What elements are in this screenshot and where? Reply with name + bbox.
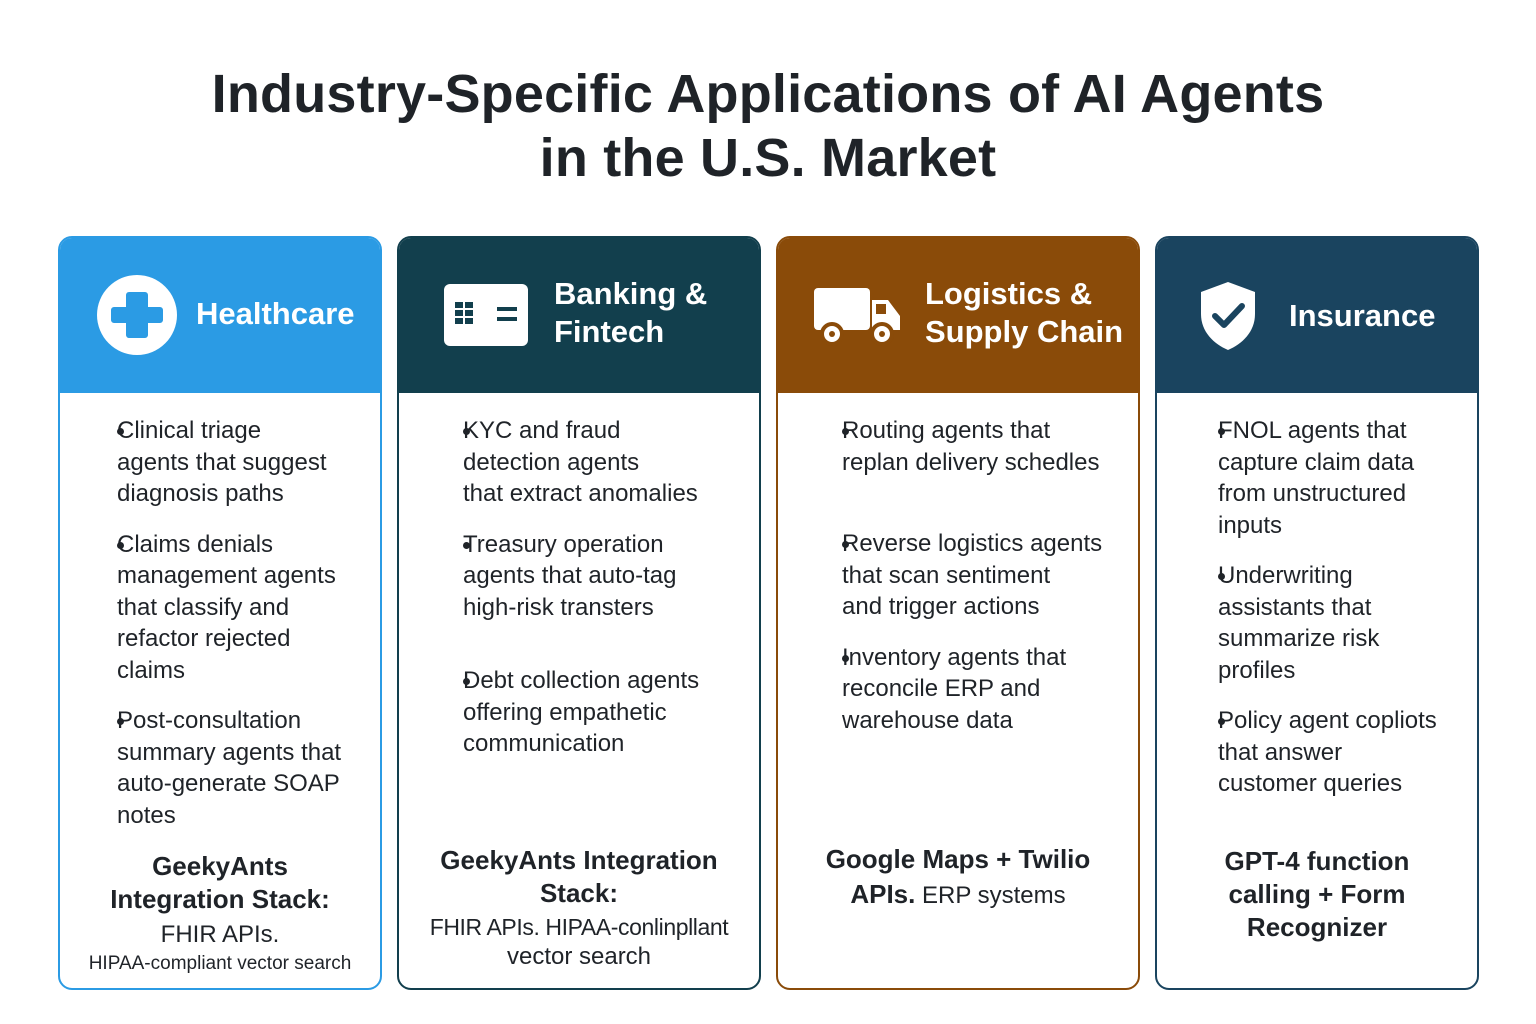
card-title-insurance: Insurance bbox=[1289, 298, 1436, 333]
list-item: Underwriting assistants that summarize r… bbox=[1157, 560, 1477, 686]
card-title-banking: Banking & Fintech bbox=[554, 276, 708, 349]
card-header-banking: Banking & Fintech bbox=[399, 238, 759, 393]
integration-stack-banking: GeekyAnts Integration Stack: FHIR APIs. … bbox=[429, 845, 729, 970]
page-title-line-1: Industry-Specific Applications of AI Age… bbox=[211, 64, 1325, 124]
page-title: Industry-Specific Applications of AI Age… bbox=[0, 62, 1536, 190]
card-header-healthcare: Healthcare bbox=[60, 238, 380, 393]
list-item: Policy agent copliots that answer custom… bbox=[1157, 705, 1477, 800]
integration-stack-insurance: GPT-4 function calling + Form Recognizer bbox=[1224, 846, 1410, 942]
integration-stack-logistics-apis: APIs. bbox=[850, 879, 916, 909]
card-header-insurance: Insurance bbox=[1157, 238, 1477, 393]
card-healthcare: Healthcare Clinical triage agents that s… bbox=[58, 236, 382, 990]
list-item: Treasury operation agents that auto-tag … bbox=[399, 529, 759, 624]
card-insurance: Insurance FNOL agents that capture claim… bbox=[1155, 236, 1479, 990]
list-item: KYC and fraud detection agents that extr… bbox=[399, 415, 759, 510]
list-item: Routing agents that replan delivery sche… bbox=[778, 415, 1138, 478]
bullet-list-insurance: FNOL agents that capture claim data from… bbox=[1157, 415, 1477, 800]
shield-check-icon bbox=[1201, 282, 1255, 350]
card-icon bbox=[444, 284, 528, 346]
card-title-logistics: Logistics & Supply Chain bbox=[925, 276, 1124, 349]
page-title-line-2: in the U.S. Market bbox=[539, 128, 997, 188]
truck-icon bbox=[814, 288, 900, 346]
card-banking: Banking & Fintech KYC and fraud detectio… bbox=[397, 236, 761, 990]
list-item: Inventory agents that reconcile ERP and … bbox=[778, 642, 1138, 737]
bullet-list-healthcare: Clinical triage agents that suggest diag… bbox=[60, 415, 380, 831]
list-item: Reverse logistics agents that scan senti… bbox=[778, 528, 1138, 623]
card-title-healthcare: Healthcare bbox=[196, 296, 355, 331]
list-item: FNOL agents that capture claim data from… bbox=[1157, 415, 1477, 541]
bullet-list-logistics: Routing agents that replan delivery sche… bbox=[778, 415, 1138, 736]
list-item: Debt collection agents offering empathet… bbox=[399, 665, 759, 760]
list-item: Clinical triage agents that suggest diag… bbox=[60, 415, 380, 510]
integration-stack-logistics-erp: ERP systems bbox=[922, 882, 1066, 909]
integration-stack-logistics: Google Maps + Twilio APIs. ERP systems bbox=[825, 844, 1091, 909]
card-header-logistics: Logistics & Supply Chain bbox=[778, 238, 1138, 393]
card-logistics: Logistics & Supply Chain Routing agents … bbox=[776, 236, 1140, 990]
medical-cross-icon bbox=[97, 275, 177, 355]
bullet-list-banking: KYC and fraud detection agents that extr… bbox=[399, 415, 759, 760]
list-item: Claims denials management agents that cl… bbox=[60, 529, 380, 687]
list-item: Post-consultation summary agents that au… bbox=[60, 705, 380, 831]
integration-stack-healthcare: GeekyAnts Integration Stack: FHIR APIs. … bbox=[88, 851, 352, 974]
